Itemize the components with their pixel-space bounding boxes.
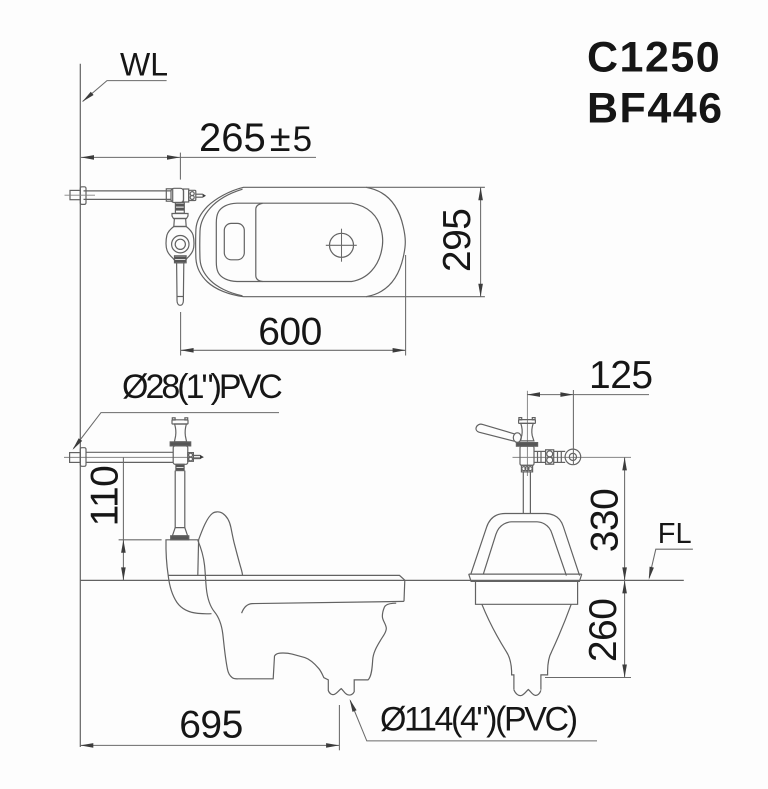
svg-text:125: 125 <box>589 354 653 397</box>
svg-text:BF446: BF446 <box>587 84 724 132</box>
svg-text:265±5: 265±5 <box>199 116 312 160</box>
svg-text:260: 260 <box>582 599 625 663</box>
svg-text:FL: FL <box>658 518 692 550</box>
svg-text:295: 295 <box>436 209 479 273</box>
svg-text:600: 600 <box>258 311 322 354</box>
svg-text:Ø28(1")PVC: Ø28(1")PVC <box>122 368 282 406</box>
svg-text:Ø114(4")(PVC): Ø114(4")(PVC) <box>380 701 577 739</box>
svg-text:695: 695 <box>179 704 243 747</box>
svg-text:330: 330 <box>584 489 627 553</box>
svg-text:C1250: C1250 <box>587 34 721 82</box>
svg-text:110: 110 <box>84 466 127 527</box>
svg-text:WL: WL <box>120 47 168 83</box>
